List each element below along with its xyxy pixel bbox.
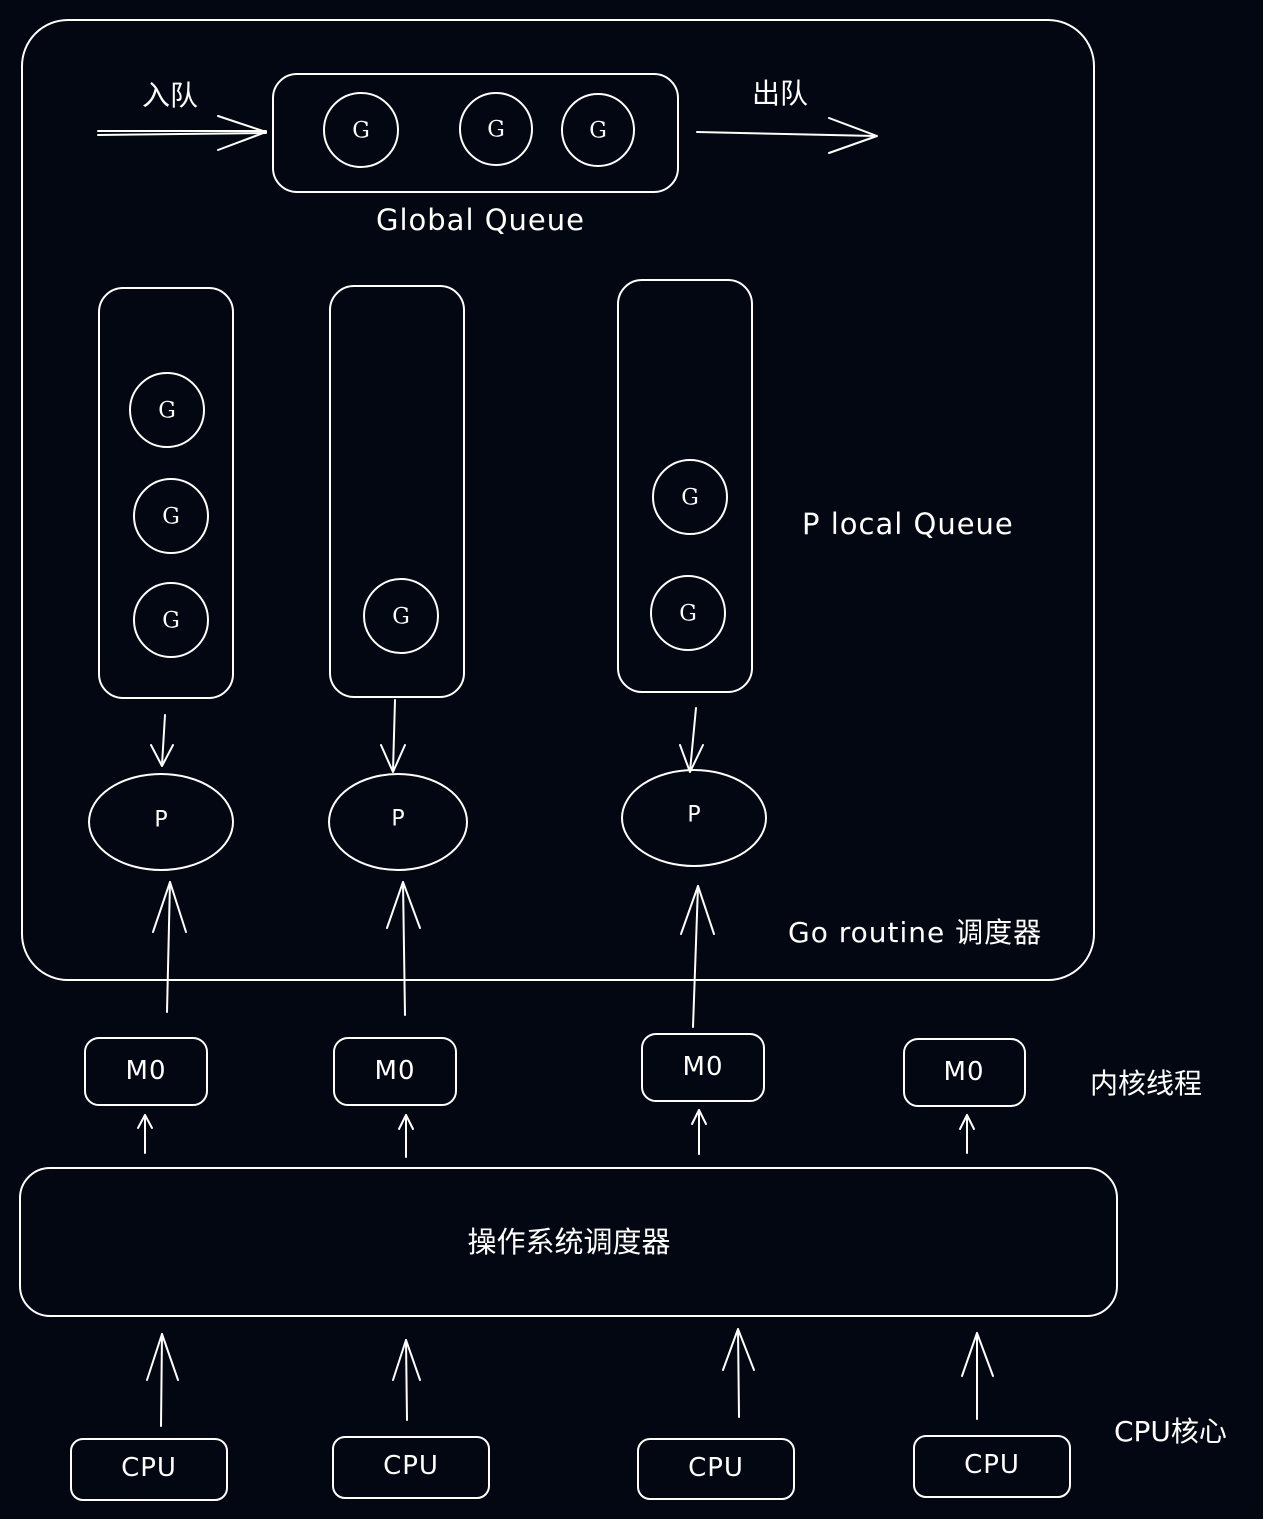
local-queue-box-2 bbox=[329, 285, 465, 698]
enqueue-label: 入队 bbox=[142, 79, 199, 112]
cpu-box-1 bbox=[70, 1438, 228, 1501]
os-scheduler-box bbox=[19, 1167, 1118, 1317]
goroutine-glyph: G bbox=[679, 601, 697, 627]
goroutine-glyph: G bbox=[589, 118, 607, 144]
local-goroutine bbox=[363, 578, 439, 654]
thread-label: M0 bbox=[943, 1057, 985, 1087]
cpu-box-3 bbox=[637, 1438, 795, 1500]
cpu-core-label: CPU核心 bbox=[1114, 1415, 1227, 1448]
goroutine-glyph: G bbox=[392, 604, 410, 630]
cpu-to-os-arrow bbox=[722, 1328, 755, 1418]
local-goroutine bbox=[133, 478, 209, 554]
processor-glyph: P bbox=[154, 807, 168, 833]
kernel-thread-label: 内核线程 bbox=[1090, 1067, 1203, 1100]
dequeue-arrow bbox=[696, 117, 878, 154]
cpu-label: CPU bbox=[964, 1450, 1020, 1480]
local-goroutine bbox=[133, 582, 209, 658]
thread-to-p-arrow bbox=[386, 881, 421, 1016]
local-queue-label: P local Queue bbox=[802, 507, 1014, 541]
thread-to-p-arrow bbox=[152, 881, 187, 1013]
cpu-box-4 bbox=[913, 1435, 1071, 1498]
cpu-label: CPU bbox=[688, 1453, 744, 1483]
scheduler-container bbox=[21, 19, 1095, 981]
goroutine-glyph: G bbox=[681, 485, 699, 511]
thread-label: M0 bbox=[125, 1056, 167, 1086]
thread-label: M0 bbox=[374, 1056, 416, 1086]
processor-1 bbox=[88, 773, 234, 871]
os-to-thread-arrow bbox=[691, 1109, 707, 1155]
global-goroutine bbox=[323, 92, 399, 168]
scheduler-label: Go routine 调度器 bbox=[788, 916, 1043, 949]
global-goroutine bbox=[561, 93, 635, 167]
goroutine-glyph: G bbox=[487, 117, 505, 143]
local-queue-box-1 bbox=[98, 287, 234, 699]
goroutine-glyph: G bbox=[162, 504, 180, 530]
local-queue-box-3 bbox=[617, 279, 753, 693]
cpu-box-2 bbox=[332, 1436, 490, 1499]
dequeue-label: 出队 bbox=[752, 77, 809, 110]
goroutine-glyph: G bbox=[352, 118, 370, 144]
queue-to-p-arrow bbox=[679, 707, 704, 773]
cpu-to-os-arrow bbox=[146, 1333, 179, 1427]
local-goroutine bbox=[650, 575, 726, 651]
processor-2 bbox=[328, 773, 468, 871]
global-queue-label: Global Queue bbox=[376, 203, 585, 237]
goroutine-glyph: G bbox=[158, 398, 176, 424]
processor-3 bbox=[621, 769, 767, 867]
enqueue-arrow bbox=[97, 115, 267, 151]
thread-box-2 bbox=[333, 1037, 457, 1106]
global-queue-box bbox=[272, 73, 679, 193]
os-to-thread-arrow bbox=[959, 1114, 975, 1154]
queue-to-p-arrow bbox=[380, 699, 406, 773]
local-goroutine bbox=[652, 459, 728, 535]
os-to-thread-arrow bbox=[137, 1114, 153, 1154]
thread-box-4 bbox=[903, 1038, 1026, 1107]
thread-to-p-arrow bbox=[680, 885, 715, 1028]
cpu-to-os-arrow bbox=[961, 1332, 994, 1420]
goroutine-glyph: G bbox=[162, 608, 180, 634]
cpu-label: CPU bbox=[121, 1453, 177, 1483]
os-to-thread-arrow bbox=[398, 1114, 414, 1158]
global-goroutine bbox=[459, 92, 533, 166]
thread-box-3 bbox=[641, 1033, 765, 1102]
os-scheduler-label: 操作系统调度器 bbox=[467, 1225, 671, 1259]
local-goroutine bbox=[129, 372, 205, 448]
processor-glyph: P bbox=[687, 802, 701, 828]
processor-glyph: P bbox=[391, 806, 405, 832]
thread-box-1 bbox=[84, 1037, 208, 1106]
cpu-to-os-arrow bbox=[392, 1339, 421, 1421]
thread-label: M0 bbox=[682, 1052, 724, 1082]
cpu-label: CPU bbox=[383, 1451, 439, 1481]
queue-to-p-arrow bbox=[150, 714, 174, 767]
